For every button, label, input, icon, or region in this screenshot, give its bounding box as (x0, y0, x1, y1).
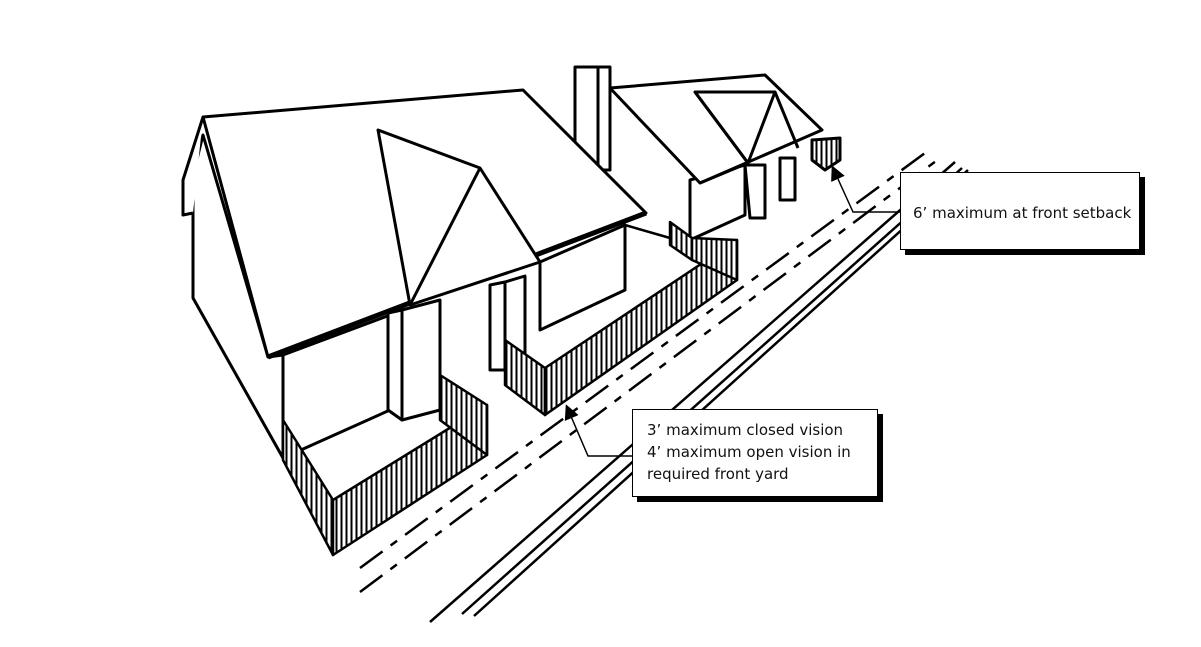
front-yard-callout: 3’ maximum closed vision 4’ maximum open… (632, 409, 878, 497)
main-house (181, 88, 671, 460)
callout-leaders (564, 165, 900, 457)
chimney (573, 65, 612, 172)
front-setback-text: 6’ maximum at front setback (913, 204, 1132, 222)
open-vision-text: 4’ maximum open vision in (647, 443, 851, 461)
neighbor-house (608, 73, 842, 242)
street-lines (359, 151, 969, 623)
front-setback-callout: 6’ maximum at front setback (900, 172, 1140, 250)
front-yard-text: required front yard (647, 465, 789, 483)
closed-vision-text: 3’ maximum closed vision (647, 421, 844, 439)
front-fence (281, 220, 739, 557)
